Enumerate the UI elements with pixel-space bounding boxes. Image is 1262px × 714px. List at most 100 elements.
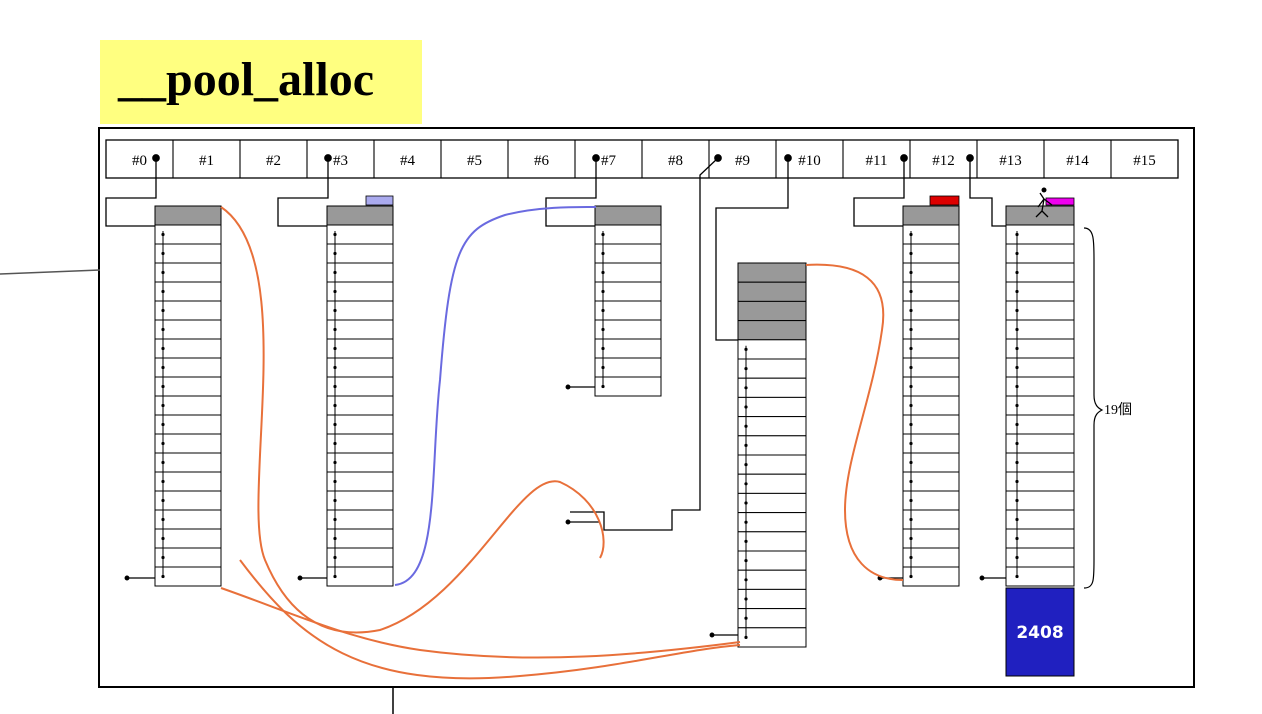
curve-slot0-bottom — [220, 587, 741, 659]
chunk-pointer-dot — [909, 270, 913, 275]
chunk-pointer-dot — [161, 384, 165, 389]
chunk-pointer-dot — [333, 346, 337, 351]
chunk-pointer-dot — [744, 539, 748, 544]
chunk-cell — [737, 550, 807, 571]
chunk-cell — [737, 435, 807, 456]
chunk-cell — [737, 281, 807, 302]
chunk-pointer-dot — [333, 251, 337, 256]
chunk-cell — [326, 490, 394, 511]
chunk-pointer-dot — [909, 517, 913, 522]
chunk-pointer-dot — [333, 270, 337, 275]
chunk-cell — [737, 627, 807, 648]
chunk-pointer-dot — [1015, 270, 1019, 275]
chunk-cell — [737, 300, 807, 322]
chunk-cell — [737, 588, 807, 610]
chunk-pointer-dot — [909, 403, 913, 408]
tail-dot — [709, 632, 715, 638]
chunk-cell — [326, 357, 394, 378]
chunk-cell — [326, 471, 394, 492]
chunk-cell — [154, 281, 222, 302]
chunk-pointer-dot — [744, 597, 748, 601]
chunk-pointer-dot — [909, 232, 913, 237]
chunk-pointer-dot — [161, 403, 165, 408]
chunk-pointer-dot — [909, 498, 913, 503]
chunk-cell — [154, 205, 222, 226]
chunk-cell — [326, 566, 394, 587]
free-list-slot-label: #13 — [999, 153, 1022, 169]
chunk-cell — [326, 205, 394, 226]
chunk-cell — [326, 338, 394, 359]
chunk-pointer-dot — [909, 327, 913, 332]
chunk-pointer-dot — [161, 536, 165, 541]
total-label: 2408 — [1016, 623, 1063, 643]
slot9-pointer — [570, 157, 719, 531]
chunk-pointer-dot — [909, 365, 913, 370]
chunk-pointer-dot — [909, 460, 913, 465]
chunk-pointer-dot — [1015, 327, 1019, 332]
chunk-pointer-dot — [161, 498, 165, 503]
chunk-cell — [154, 490, 222, 511]
chunk-pointer-dot — [601, 232, 605, 237]
chunk-cell — [737, 608, 807, 629]
chunk-cell — [326, 452, 394, 473]
chunk-pointer-dot — [161, 555, 165, 560]
chunk-cell — [737, 454, 807, 475]
chunk-cell — [326, 509, 394, 530]
slot3-marker — [365, 195, 394, 206]
chunk-cell — [326, 224, 394, 245]
chunk-cell — [154, 528, 222, 549]
runner-head — [1041, 187, 1047, 193]
page-title: __pool_alloc — [118, 53, 375, 106]
chunk-cell — [902, 205, 960, 226]
stack-slot0 — [154, 205, 222, 587]
free-list-slot-label: #6 — [534, 153, 550, 169]
free-list-slot-label: #9 — [735, 153, 750, 169]
chunk-pointer-dot — [909, 574, 913, 579]
free-list-pointers — [105, 154, 1006, 638]
slot12-pointer — [969, 158, 1006, 227]
tail-dot — [565, 384, 571, 390]
chunk-cell — [154, 357, 222, 378]
stack-slot7 — [594, 205, 662, 397]
chunk-pointer-dot — [909, 308, 913, 313]
chunk-cell — [154, 471, 222, 492]
chunk-pointer-dot — [909, 479, 913, 484]
curve-slot0-long — [239, 559, 741, 680]
chunk-pointer-dot — [161, 289, 165, 294]
chunk-pointer-dot — [744, 347, 748, 351]
free-list-slot-label: #2 — [266, 153, 281, 169]
stack-slot12 — [902, 205, 960, 587]
chunk-pointer-dot — [1015, 422, 1019, 427]
slot3-pointer — [277, 158, 329, 227]
chunk-cell — [154, 243, 222, 264]
chunk-pointer-dot — [161, 308, 165, 313]
chunk-pointer-dot — [333, 308, 337, 313]
chunk-cell — [326, 243, 394, 264]
chunk-cell — [326, 262, 394, 283]
chunk-pointer-dot — [744, 443, 748, 447]
chunk-pointer-dot — [333, 574, 337, 579]
free-list-header: #0#1#2#3#4#5#6#7#8#9#10#11#12#13#14#15 — [105, 139, 1179, 179]
chunk-pointer-dot — [909, 346, 913, 351]
curve-slot3-link — [394, 205, 597, 586]
free-list-slot-label: #14 — [1066, 153, 1089, 169]
memory-curves — [220, 205, 904, 680]
chunk-pointer-dot — [744, 405, 748, 409]
chunk-pointer-dot — [1015, 536, 1019, 541]
chunk-cell — [737, 339, 807, 360]
stack-slot10 — [737, 262, 807, 648]
chunk-pointer-dot — [601, 365, 605, 370]
chunk-pointer-dot — [333, 460, 337, 465]
chunk-cell — [594, 300, 662, 321]
chunk-pointer-dot — [333, 365, 337, 370]
chunk-cell — [737, 358, 807, 379]
chunk-cell — [594, 205, 662, 226]
slot13-marker — [1045, 197, 1075, 206]
chunk-pointer-dot — [909, 251, 913, 256]
chunk-cell — [154, 509, 222, 530]
chunk-pointer-dot — [333, 441, 337, 446]
chunk-pointer-dot — [744, 386, 748, 390]
chunk-cell — [154, 566, 222, 587]
free-list-slot-label: #10 — [798, 153, 821, 169]
